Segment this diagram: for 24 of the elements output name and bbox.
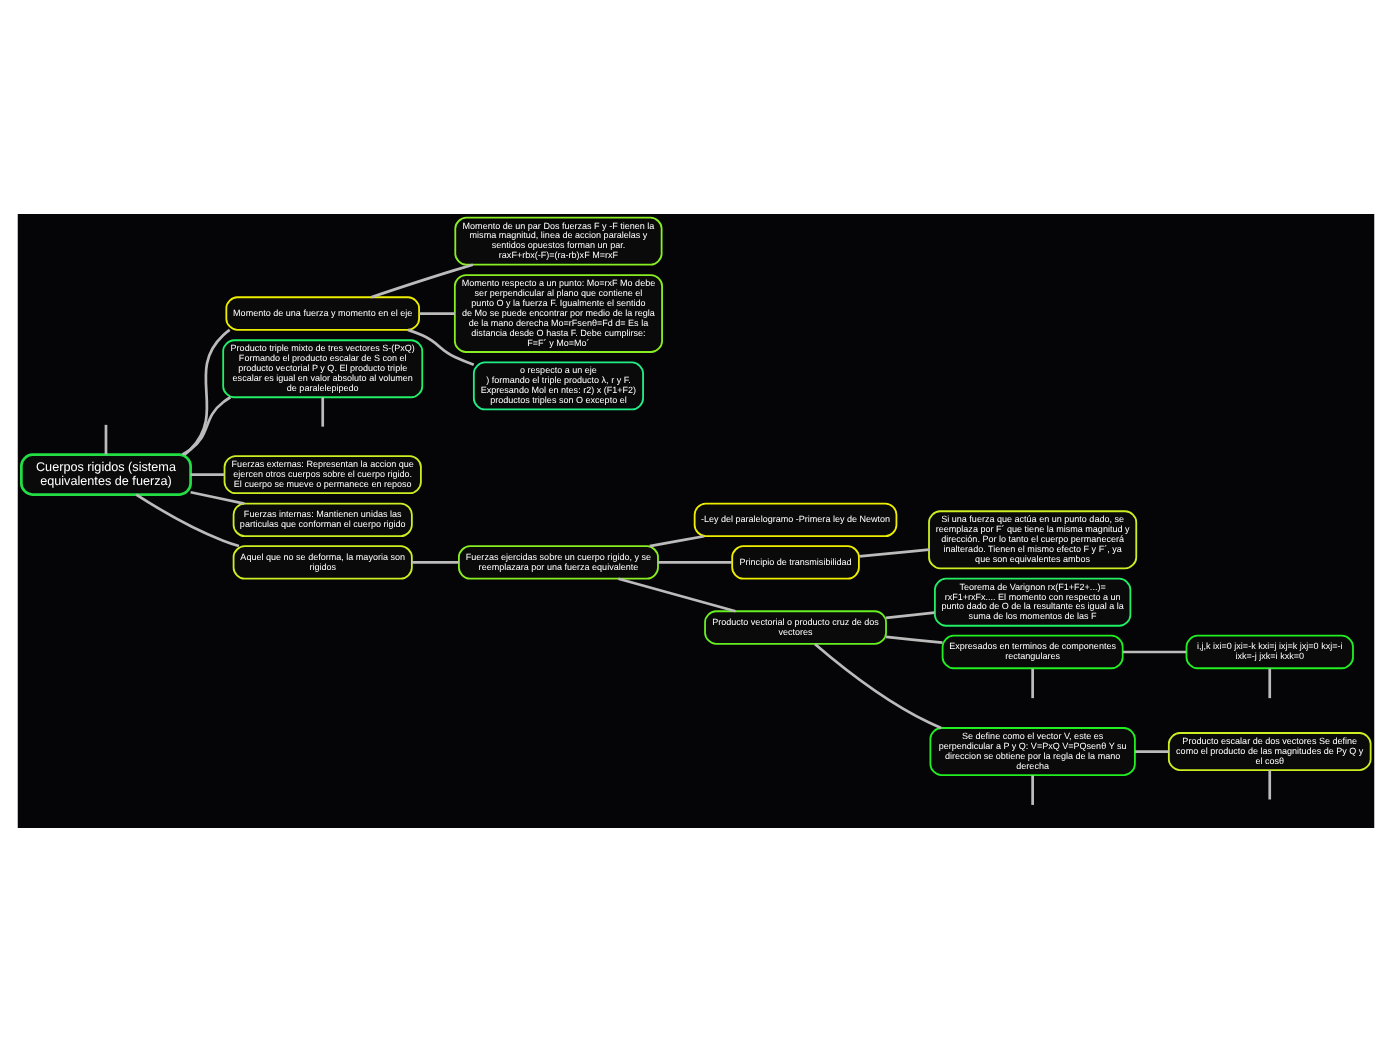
- connector: [412, 560, 459, 563]
- connector: [135, 492, 240, 547]
- connector: [321, 396, 325, 426]
- connector: [1031, 667, 1034, 698]
- connector: [181, 395, 232, 455]
- connector: [885, 610, 935, 619]
- connector: [658, 560, 732, 563]
- connector: [1268, 769, 1272, 799]
- connector: [190, 472, 225, 475]
- connector: [104, 423, 108, 454]
- connector: [407, 327, 475, 365]
- connector: [649, 533, 705, 547]
- connector: [1135, 749, 1169, 752]
- connector: [814, 641, 942, 729]
- connector: [370, 262, 474, 298]
- connector: [1031, 774, 1034, 804]
- connector: [183, 327, 231, 455]
- connector: [190, 489, 245, 504]
- connector: [1268, 667, 1272, 698]
- connector: [1122, 649, 1187, 653]
- connector: [859, 547, 930, 557]
- connector: [885, 634, 943, 644]
- connector: [419, 311, 455, 314]
- connector: [618, 576, 736, 612]
